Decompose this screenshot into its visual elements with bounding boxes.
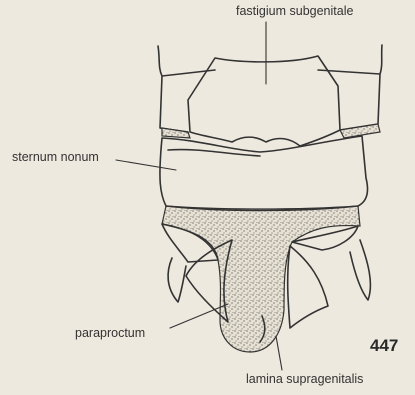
label-sternum-nonum: sternum nonum — [12, 150, 99, 164]
segment-8-left-edge — [158, 46, 162, 76]
fastigium-plate — [188, 56, 340, 146]
right-cercus — [350, 240, 370, 300]
paraproctum-right — [288, 246, 328, 328]
left-cercus — [168, 258, 186, 302]
label-lamina-supragenitalis: lamina supragenitalis — [246, 372, 363, 386]
sternum-nonum — [160, 136, 368, 211]
label-paraproctum: paraproctum — [75, 326, 145, 340]
figure-number: 447 — [370, 336, 398, 356]
segment-8-right-edge — [380, 45, 382, 74]
segment-8-right-lobe — [318, 70, 380, 130]
lamina-supragenitalis-shape — [162, 206, 360, 352]
label-fastigium-subgenitale: fastigium subgenitale — [236, 4, 353, 18]
leader-sternum — [116, 160, 176, 170]
leader-paraproctum — [170, 304, 228, 328]
leader-lamina — [276, 336, 282, 370]
